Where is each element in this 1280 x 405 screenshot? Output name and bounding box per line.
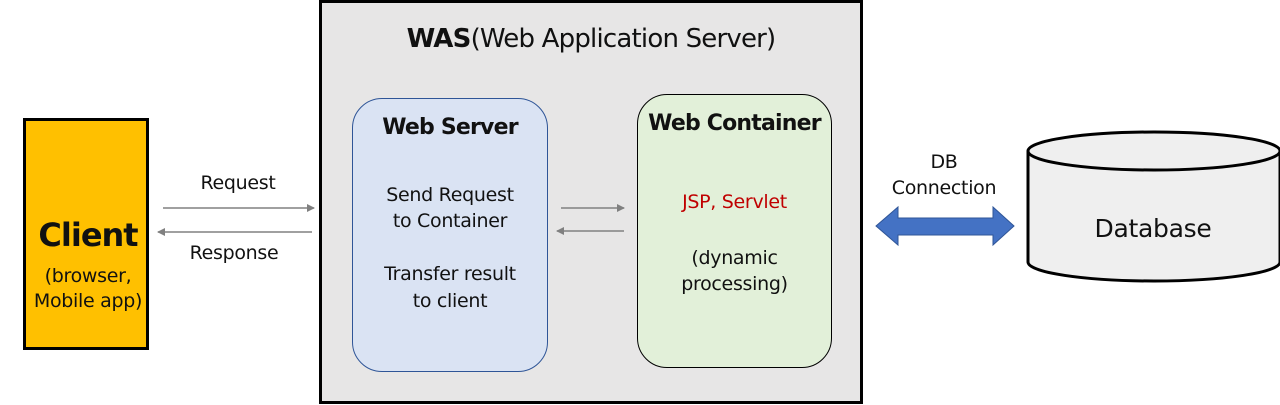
client-title: Client <box>38 216 138 254</box>
response-label: Response <box>189 242 279 264</box>
web-container-title: Web Container <box>648 111 821 136</box>
web-server-line3: Transfer result <box>384 263 516 285</box>
was-title-rest: (Web Application Server) <box>470 24 777 54</box>
web-server-line2: to Container <box>392 210 508 232</box>
client-box <box>23 118 149 350</box>
web-server-title: Web Server <box>382 115 518 140</box>
db-connection-label-line2: Connection <box>891 177 997 199</box>
request-label: Request <box>200 172 276 194</box>
web-server-box <box>352 98 548 372</box>
client-subtitle-line1: (browser, <box>44 265 132 287</box>
web-container-line1: (dynamic <box>691 247 778 269</box>
db-connection-arrow <box>875 205 1015 247</box>
db-connection-label-line1: DB <box>930 151 958 173</box>
web-container-line2: processing) <box>681 273 788 295</box>
web-server-line1: Send Request <box>386 184 514 206</box>
web-container-box <box>637 94 832 368</box>
web-container-tech: JSP, Servlet <box>682 191 787 213</box>
was-title-bold: WAS <box>406 24 472 54</box>
database-cylinder <box>1026 130 1280 283</box>
web-server-line4: to client <box>412 290 488 312</box>
client-subtitle: (browser, Mobile app) <box>23 264 153 314</box>
client-subtitle-line2: Mobile app) <box>33 290 143 312</box>
database-label: Database <box>1094 214 1212 243</box>
was-title: WAS(Web Application Server) <box>319 24 863 54</box>
